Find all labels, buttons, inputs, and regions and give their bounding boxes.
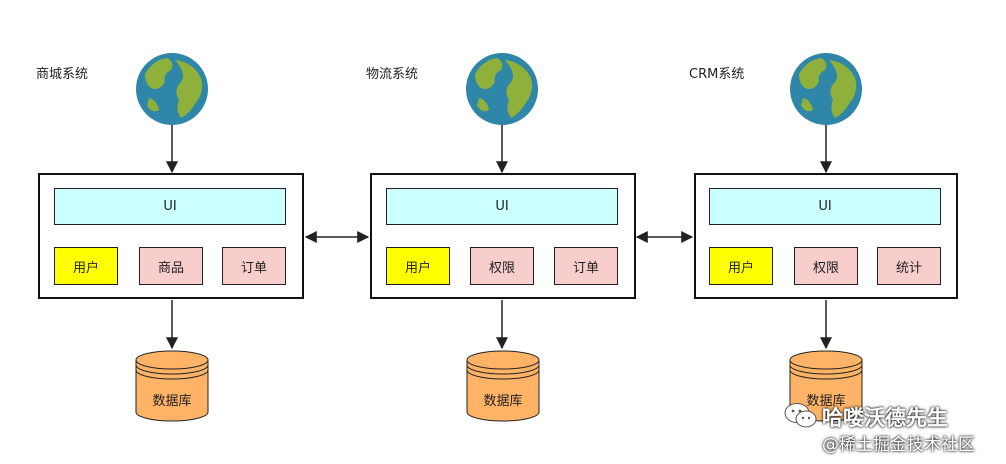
module-3-1: 用户 xyxy=(709,247,773,285)
system-label-1: 商城系统 xyxy=(36,67,89,82)
database-icon xyxy=(789,350,863,422)
watermark-sub: @稀土掘金技术社区 xyxy=(822,435,975,455)
database-label-3: 数据库 xyxy=(806,394,846,409)
module-2-3: 订单 xyxy=(554,247,618,285)
module-1-3: 订单 xyxy=(222,247,286,285)
system-label-2: 物流系统 xyxy=(366,67,419,82)
module-1-1: 用户 xyxy=(54,247,118,285)
system-label-3: CRM系统 xyxy=(689,67,745,82)
watermark-name: 哈喽沃德先生 xyxy=(822,406,948,430)
module-3-2: 权限 xyxy=(794,247,858,285)
wechat-icon xyxy=(784,403,817,428)
database-icon xyxy=(466,350,540,422)
module-2-2: 权限 xyxy=(470,247,534,285)
module-3-3: 统计 xyxy=(877,247,941,285)
database-icon xyxy=(135,350,209,422)
database-label-1: 数据库 xyxy=(152,394,192,409)
ui-layer-1: UI xyxy=(54,188,286,225)
ui-layer-2: UI xyxy=(386,188,618,225)
module-2-1: 用户 xyxy=(386,247,450,285)
database-label-2: 数据库 xyxy=(483,394,523,409)
module-1-2: 商品 xyxy=(139,247,203,285)
ui-layer-3: UI xyxy=(709,188,941,225)
globe-icon xyxy=(466,53,538,125)
globe-icon xyxy=(136,53,208,125)
globe-icon xyxy=(790,53,862,125)
